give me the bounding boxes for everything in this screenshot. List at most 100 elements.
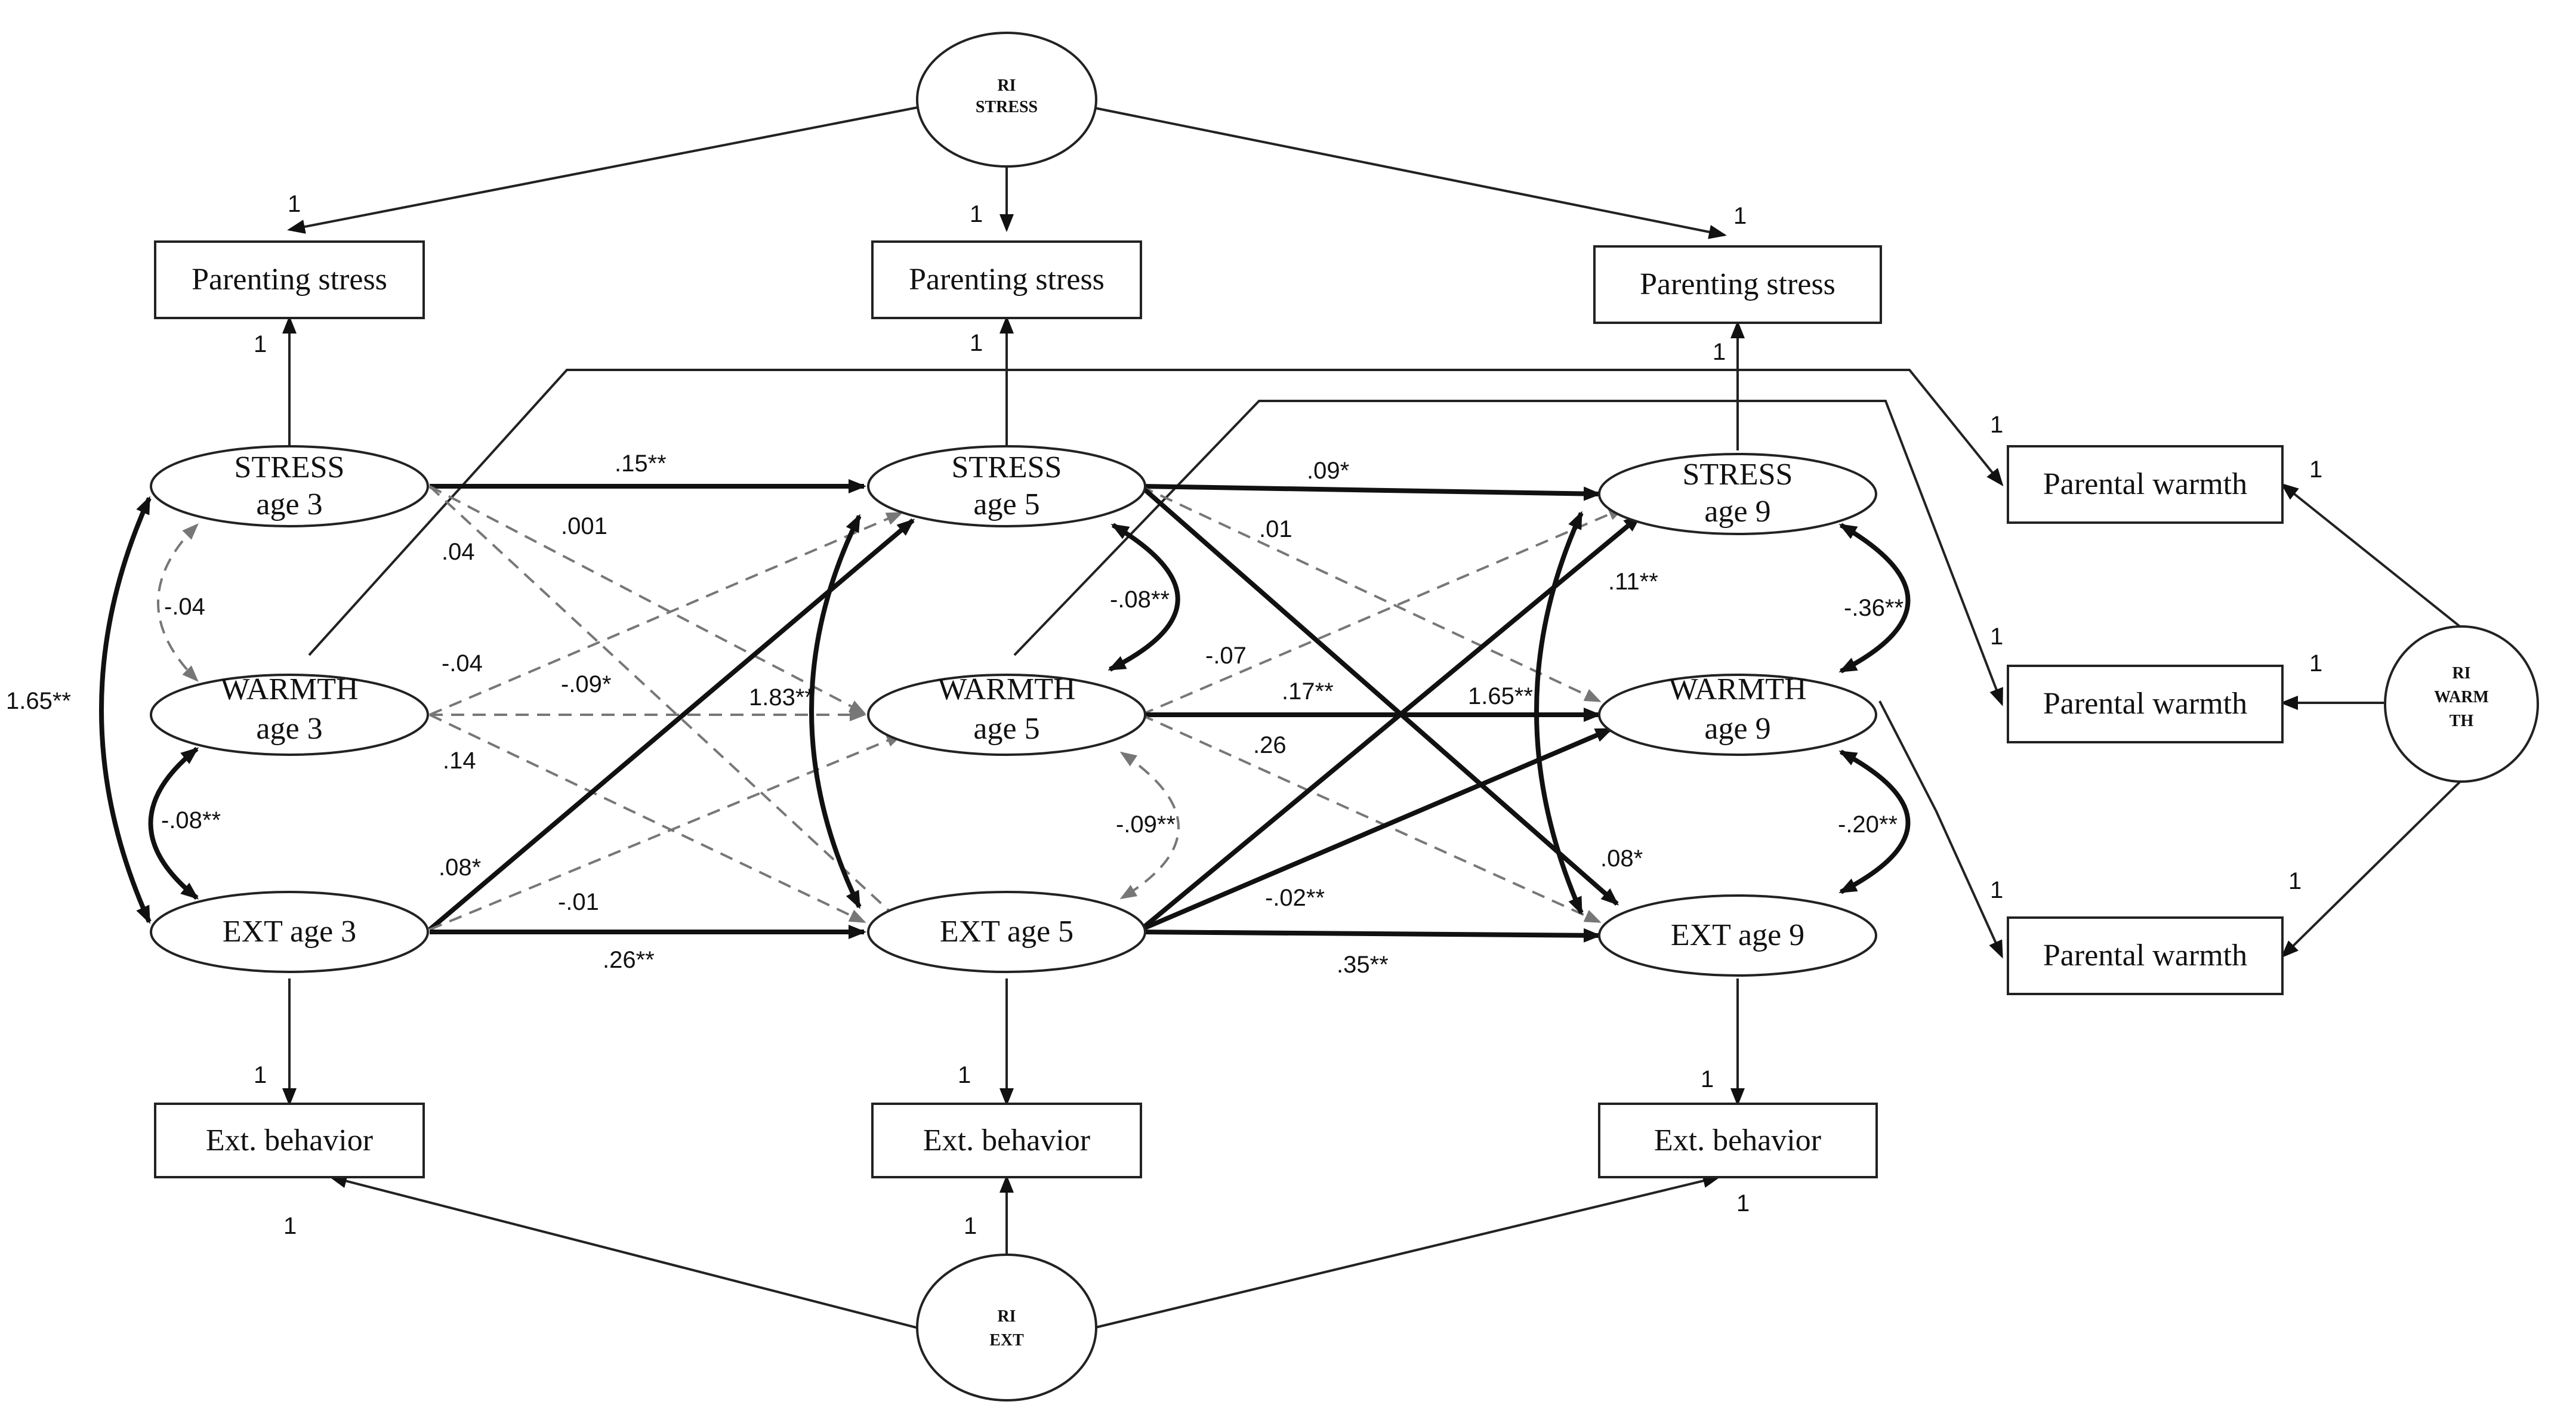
loading-label: 1 [2309,650,2322,677]
loading-label: 1 [288,191,301,217]
loading-label: 1 [2309,456,2322,483]
latent-label-line-1: EXT age 9 [1671,918,1804,952]
loading-label: 1 [970,201,983,227]
path-ri-stress-ps3 [287,106,918,234]
loading-label: 1 [254,331,267,357]
loading-label: 1 [1713,339,1726,365]
indicator-ext-behavior-3: Ext. behavior [154,1103,425,1178]
loading-label: 1 [1990,623,2003,650]
coef-s3-e5: .04 [442,539,475,565]
cov-s3-e3 [99,496,152,924]
latent-label-line-2: age 3 [256,712,322,746]
coef-cov-w3-e3: -.08** [161,807,221,833]
random-intercept-stress: RI STRESS [916,32,1097,168]
coef-e5-s9: .08* [1600,845,1643,872]
path-ri-stress-ps9 [1091,106,1727,239]
path-w9-pw3 [1878,700,2003,959]
loading-label: 1 [964,1213,977,1239]
coef-s5-e9: -.07 [1205,643,1247,669]
path-w3-s5 [429,512,903,716]
path-ri-ext-eb3 [329,1174,928,1332]
ri-warmth-line-3: TH [2449,712,2474,730]
cov-s5-w5 [1107,523,1180,672]
cov-s9-w9 [1838,523,1911,674]
loading-label: 1 [2288,868,2302,894]
cov-s3-w3 [157,523,199,682]
coef-s5-s9: .09* [1307,458,1349,484]
ri-warmth-line-1: RI [2452,664,2470,683]
loading-label: 1 [958,1062,971,1088]
indicator-parental-warmth-2: Parental warmth [2007,665,2284,743]
coef-e5-e9: .35** [1337,952,1389,978]
latent-warmth-age-9: WARMTH age 9 [1598,672,1877,756]
coef-cov-s5-e5: 1.83** [749,684,814,711]
path-w5-pw2 [1013,400,2003,706]
latent-warmth-age-3: WARMTH age 3 [150,672,429,756]
coef-cov-s3-e3: 1.65** [6,688,71,714]
latent-label-line-1: EXT age 5 [940,915,1073,949]
path-s5-e9 [1139,484,1619,906]
latent-label-line-1: WARMTH [1668,672,1806,706]
coef-cov-w5-e5: -.09** [1116,811,1176,838]
indicator-label: Parenting stress [1640,267,1835,301]
indicator-label: Parenting stress [192,263,387,297]
loading-label: 1 [1990,877,2003,903]
path-w5-e9 [1140,714,1602,923]
path-w3-e5 [429,714,866,923]
cov-s5-e5 [809,514,862,909]
ri-warmth-line-2: WARM [2434,688,2489,706]
latent-warmth-age-5: WARMTH age 5 [867,672,1146,756]
latent-label-line-1: WARMTH [220,672,358,706]
coef-e3-w5: -.01 [558,889,599,915]
latent-label-line-2: age 5 [973,487,1039,521]
coef-s5-w9: .01 [1259,516,1292,542]
latent-stress-age-5: STRESS age 5 [867,445,1146,527]
path-s3-w5 [429,485,866,714]
latent-stress-age-9: STRESS age 9 [1598,453,1877,535]
coef-s3-s5: .15** [615,450,667,477]
coef-w5-e9: .26 [1253,732,1287,758]
indicator-parenting-stress-5: Parenting stress [871,240,1142,319]
indicator-parental-warmth-3: Parental warmth [2007,916,2284,995]
cov-w9-e9 [1838,749,1911,894]
indicator-label: Ext. behavior [1654,1123,1821,1157]
ri-stress-line-2: STRESS [976,98,1038,116]
indicator-label: Ext. behavior [206,1123,373,1157]
loading-label: 1 [1701,1066,1714,1092]
path-s3-e5 [428,485,903,924]
cov-s9-e9 [1534,511,1584,915]
indicator-parenting-stress-3: Parenting stress [154,240,425,319]
latent-label-line-2: age 9 [1704,495,1770,529]
indicator-ext-behavior-9: Ext. behavior [1598,1103,1878,1178]
random-intercept-ext: RI EXT [916,1254,1097,1401]
coef-e3-s5: .08* [439,854,481,881]
path-ri-warm-pw1 [2280,483,2463,629]
coef-cov-s9-w9: -.36** [1844,595,1904,621]
coef-w3-w5: -.09* [561,671,612,697]
coef-s3-w5: .001 [561,513,607,539]
loading-label: 1 [254,1062,267,1088]
path-e5-e9 [1140,928,1602,943]
cov-w5-e5 [1119,751,1180,900]
path-s5-s9 [1140,484,1602,501]
indicator-parental-warmth-1: Parental warmth [2007,445,2284,524]
path-w5-s9 [1140,507,1625,716]
loading-label: 1 [970,330,983,356]
loading-label: 1 [283,1213,297,1239]
latent-label-line-1: STRESS [1683,458,1793,492]
indicator-label: Parental warmth [2043,687,2247,721]
coefficient-labels: .15** .001 .04 -.04 -.09* .14 .08* -.01 … [6,450,1904,978]
coef-cov-w9-e9: -.20** [1838,811,1898,838]
coef-cov-s3-w3: -.04 [164,594,205,620]
path-w3-pw1 [308,369,2004,656]
latent-label-line-2: age 3 [256,487,322,521]
coef-cov-s9-e9: 1.65** [1468,683,1533,709]
indicator-label: Parental warmth [2043,467,2247,501]
cov-w3-e3 [148,746,199,900]
path-s5-w9 [1140,485,1602,702]
coef-w3-s5: -.04 [442,650,483,677]
indicator-ext-behavior-5: Ext. behavior [871,1103,1142,1178]
coef-cov-s5-w5: -.08** [1110,586,1170,613]
coef-w3-e5: .14 [443,748,476,774]
